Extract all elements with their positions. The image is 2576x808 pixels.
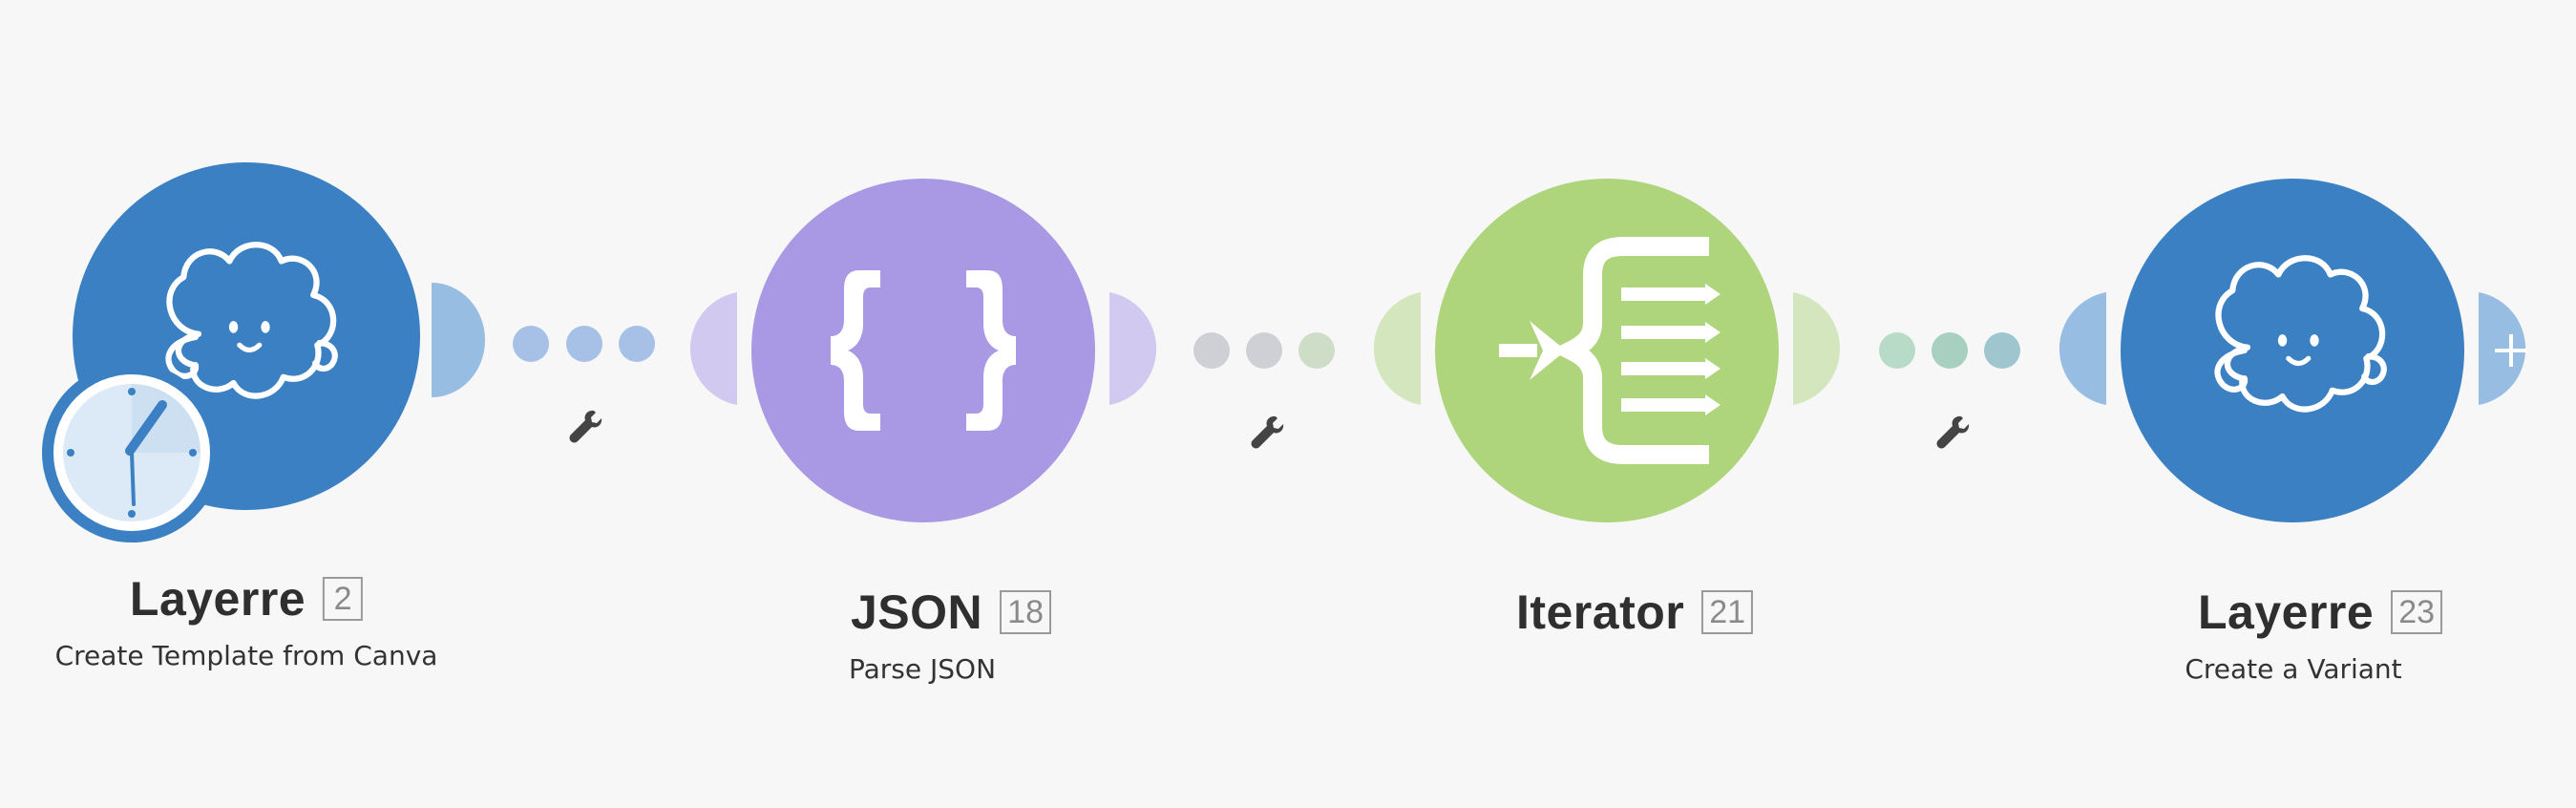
module-id-badge: 23: [2391, 590, 2443, 634]
module-subtitle: Create Template from Canva: [54, 640, 438, 671]
wrench-icon[interactable]: [569, 410, 602, 443]
module-id-badge: 2: [323, 577, 364, 621]
connector-1[interactable]: [513, 326, 655, 443]
connector-dot: [513, 326, 549, 362]
connector-dot: [1299, 332, 1335, 369]
module-layerre-create-variant[interactable]: [2059, 179, 2527, 522]
module-json-parse[interactable]: [689, 179, 1157, 522]
add-module-button[interactable]: [2479, 292, 2527, 405]
output-handle[interactable]: [432, 283, 485, 397]
iterator-icon: [1499, 237, 1721, 464]
module-title: Iterator 21: [1515, 585, 1754, 640]
module-name: Layerre: [2197, 585, 2375, 639]
module-subtitle: Parse JSON: [848, 653, 997, 685]
input-handle[interactable]: [2059, 292, 2106, 405]
module-subtitle: Create a Variant: [2185, 653, 2402, 685]
connector-dot: [566, 326, 602, 362]
wrench-icon[interactable]: [1251, 415, 1284, 449]
module-title: JSON 18: [851, 585, 1051, 640]
connector-2[interactable]: [1193, 332, 1335, 449]
module-layerre-create-template[interactable]: [42, 162, 485, 542]
curly-braces-icon: [831, 270, 1016, 431]
module-circle[interactable]: [1435, 179, 1779, 522]
module-circle[interactable]: [751, 179, 1095, 522]
module-name: Layerre: [129, 572, 306, 626]
connector-dot: [619, 326, 655, 362]
module-circle[interactable]: [2121, 179, 2464, 522]
connector-dot: [1246, 332, 1282, 369]
module-name: JSON: [851, 585, 983, 639]
connector-3[interactable]: [1879, 332, 2020, 449]
input-handle[interactable]: [689, 292, 737, 405]
module-title: Layerre 2: [129, 571, 364, 627]
module-iterator[interactable]: [1373, 179, 1841, 522]
wrench-icon[interactable]: [1936, 415, 1970, 449]
input-handle[interactable]: [1373, 292, 1421, 405]
connector-dot: [1932, 332, 1968, 369]
clock-icon[interactable]: [42, 363, 222, 542]
connector-dot: [1984, 332, 2020, 369]
module-id-badge: 18: [1000, 590, 1051, 634]
module-name: Iterator: [1515, 585, 1685, 639]
output-handle[interactable]: [1109, 292, 1157, 405]
connector-dot: [1193, 332, 1230, 369]
module-id-badge: 21: [1701, 590, 1754, 634]
output-handle[interactable]: [1793, 292, 1841, 405]
connector-dot: [1879, 332, 1915, 369]
module-title: Layerre 23: [2197, 585, 2443, 640]
